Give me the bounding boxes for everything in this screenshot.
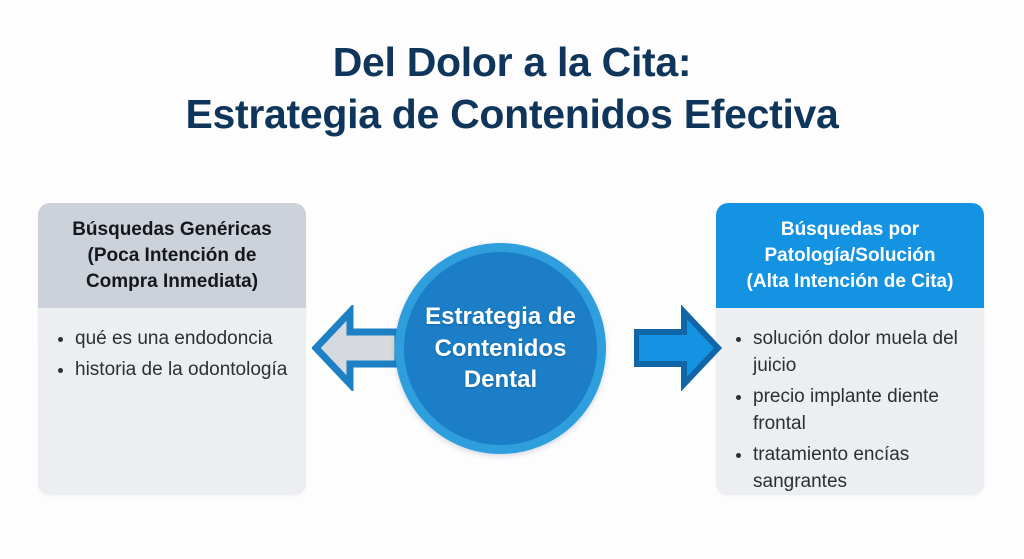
left-panel-header-line-1: Búsquedas Genéricas bbox=[72, 219, 272, 240]
right-panel-list: solución dolor muela del juicio precio i… bbox=[732, 326, 968, 495]
center-hub-label-line-3: Dental bbox=[463, 366, 538, 394]
right-panel-header-line-3: (Alta Intención de Cita) bbox=[746, 270, 954, 292]
right-panel-header-line-2: Patología/Solución bbox=[764, 244, 936, 266]
arrow-left-icon bbox=[311, 303, 402, 396]
left-panel-body: qué es una endodoncia historia de la odo… bbox=[38, 308, 306, 384]
right-panel-body: solución dolor muela del juicio precio i… bbox=[716, 308, 984, 495]
list-item: qué es una endodoncia bbox=[54, 326, 290, 353]
arrow-right-icon bbox=[633, 304, 723, 396]
left-panel-header-line-3: Compra Inmediata) bbox=[85, 270, 259, 292]
page-title-line-2: Estrategia de Contenidos Efectiva bbox=[185, 91, 839, 138]
center-hub-label: Estrategia de Contenidos Dental bbox=[425, 301, 576, 396]
right-panel-card: Búsquedas por Patología/Solución (Alta I… bbox=[716, 203, 984, 495]
center-hub-label-line-2: Contenidos bbox=[434, 334, 567, 362]
list-item: precio implante diente frontal bbox=[732, 384, 968, 438]
left-panel-header: Búsquedas Genéricas (Poca Intención de C… bbox=[38, 203, 306, 309]
center-hub-circle: Estrategia de Contenidos Dental bbox=[395, 243, 606, 454]
left-panel-header-line-2: (Poca Intención de bbox=[87, 244, 257, 266]
page-title: Del Dolor a la Cita: Estrategia de Conte… bbox=[0, 36, 1024, 141]
right-panel-header: Búsquedas por Patología/Solución (Alta I… bbox=[716, 203, 984, 309]
list-item: historia de la odontología bbox=[54, 357, 290, 384]
left-panel-card: Búsquedas Genéricas (Poca Intención de C… bbox=[38, 203, 306, 495]
left-panel-list: qué es una endodoncia historia de la odo… bbox=[54, 326, 290, 384]
center-hub-label-line-1: Estrategia de bbox=[425, 302, 576, 330]
right-panel-header-line-1: Búsquedas por bbox=[780, 219, 920, 240]
list-item: tratamiento encías sangrantes bbox=[732, 442, 968, 495]
page-title-line-1: Del Dolor a la Cita: bbox=[332, 39, 692, 85]
list-item: solución dolor muela del juicio bbox=[732, 326, 968, 380]
